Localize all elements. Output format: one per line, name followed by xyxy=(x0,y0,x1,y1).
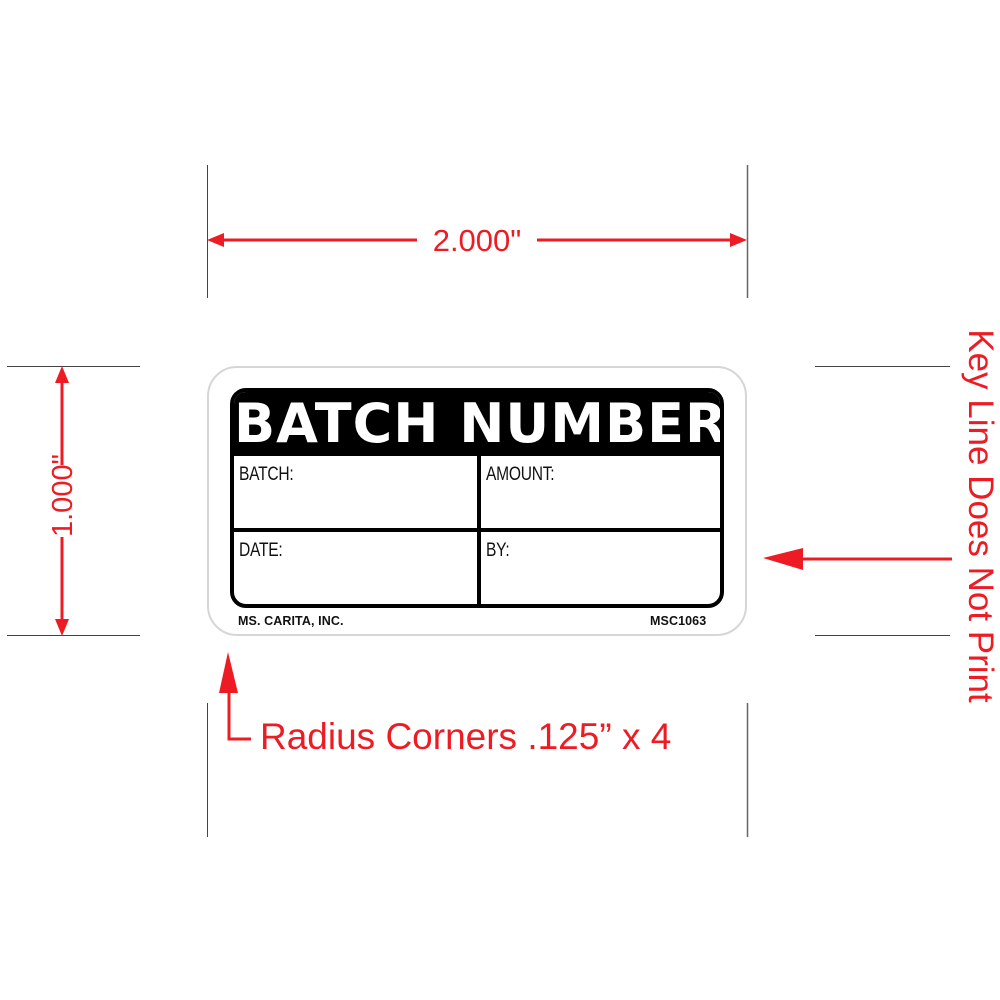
keyline-note: Key Line Does Not Print xyxy=(961,329,1000,703)
height-dimension-label: 1.000" xyxy=(47,454,79,537)
field-by: BY: xyxy=(481,532,720,604)
field-amount-label: AMOUNT: xyxy=(486,464,555,485)
horizontal-divider xyxy=(234,528,720,532)
field-date-label: DATE: xyxy=(239,540,283,561)
field-date: DATE: xyxy=(234,532,477,604)
field-batch-label: BATCH: xyxy=(239,464,294,485)
width-dimension-label: 2.000" xyxy=(417,223,537,259)
radius-callout-arrow xyxy=(219,652,251,741)
company-name: MS. CARITA, INC. xyxy=(238,614,344,628)
field-batch: BATCH: xyxy=(234,456,477,528)
label-title: BATCH NUMBER xyxy=(234,392,724,456)
field-by-label: BY: xyxy=(486,540,510,561)
keyline-callout-arrow xyxy=(763,548,952,570)
product-code: MSC1063 xyxy=(650,614,707,628)
radius-corners-note: Radius Corners .125” x 4 xyxy=(260,716,672,757)
field-amount: AMOUNT: xyxy=(481,456,720,528)
label-frame: BATCH NUMBER BATCH: AMOUNT: DATE: BY: xyxy=(230,388,724,608)
